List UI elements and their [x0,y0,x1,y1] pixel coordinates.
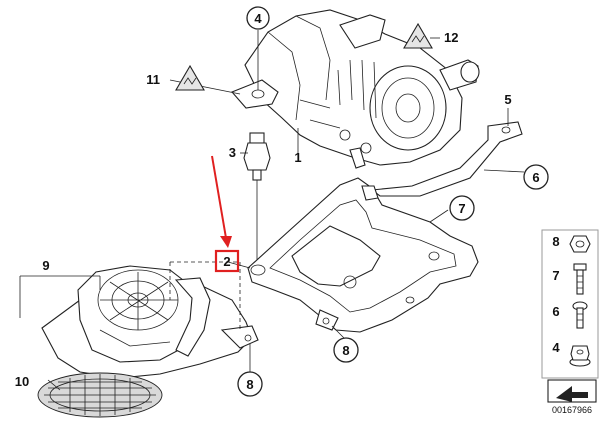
callout-1: 1 [294,150,301,165]
warning-triangle-icon [175,64,205,91]
screw-icon [572,301,588,329]
svg-text:1: 1 [294,150,301,165]
diagram-id: 00167966 [552,405,592,415]
callout-8-bottom: 8 [237,371,263,397]
svg-text:7: 7 [458,201,465,216]
callout-3: 3 [229,145,236,160]
svg-text:11: 11 [146,72,160,87]
highlight-arrow [211,155,232,248]
svg-text:8: 8 [552,234,559,249]
bolt-icon [573,263,587,295]
rubber-mount [243,132,271,262]
svg-text:10: 10 [15,374,29,389]
legend: 8 7 6 4 [541,229,599,415]
legend-item-8: 8 [552,234,591,253]
svg-text:8: 8 [246,377,253,392]
legend-frame [541,229,599,379]
svg-text:12: 12 [444,30,458,45]
svg-text:9: 9 [42,258,49,273]
svg-text:8: 8 [342,343,349,358]
legend-item-4: 4 [552,340,591,367]
callout-9: 9 [42,258,49,273]
callout-5: 5 [504,92,511,107]
pump-assembly [244,9,480,169]
callout-6: 6 [523,164,549,190]
svg-text:5: 5 [504,92,511,107]
nut-icon [569,235,591,253]
tool-arrow-icon [547,379,597,403]
svg-text:4: 4 [254,11,262,26]
callout-12: 12 [444,30,458,45]
grille [37,372,163,418]
callout-8-center: 8 [333,337,359,363]
warning-triangle-icon [403,22,433,49]
callout-11: 11 [146,72,160,87]
flange-nut-icon [569,345,591,367]
svg-text:2: 2 [223,254,230,269]
svg-text:6: 6 [552,304,559,319]
svg-text:7: 7 [552,268,559,283]
callout-4-top: 4 [246,6,270,30]
strap [370,121,523,197]
svg-text:6: 6 [532,170,539,185]
callout-2: 2 [214,249,240,273]
fan-assembly [41,265,259,379]
svg-text:3: 3 [229,145,236,160]
callout-7: 7 [449,195,475,221]
legend-item-7: 7 [552,263,587,295]
carrier-bracket [247,177,479,333]
svg-text:4: 4 [552,340,560,355]
legend-item-6: 6 [552,301,588,329]
callout-10: 10 [15,374,29,389]
